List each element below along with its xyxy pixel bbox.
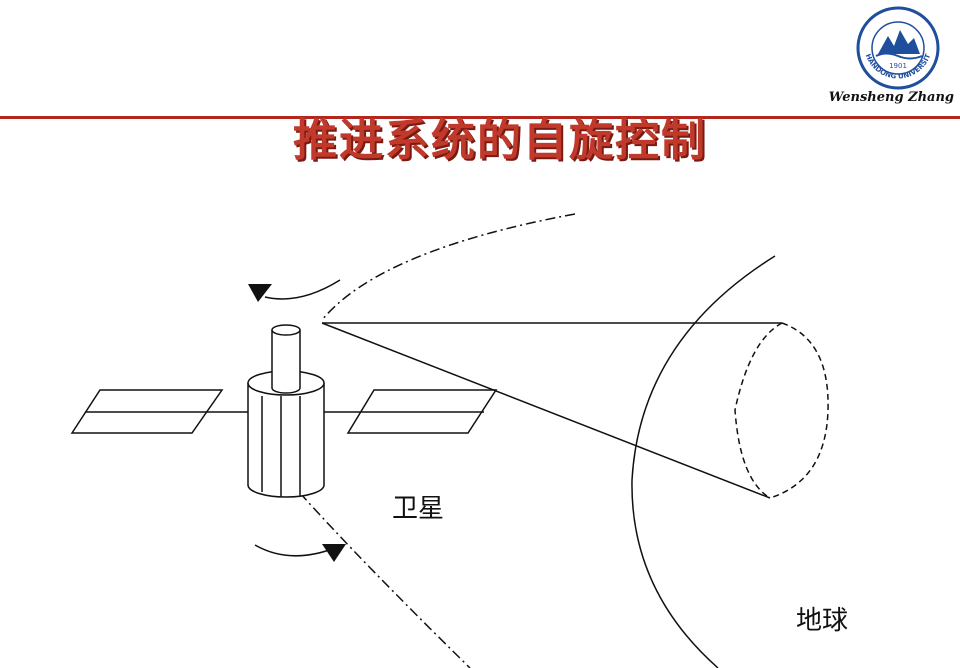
author-name: Wensheng Zhang <box>828 90 954 105</box>
spin-arrow-top <box>264 279 341 300</box>
earth-limb <box>631 255 776 668</box>
spin-arrow-bottom <box>254 544 336 557</box>
orbit-path <box>299 213 576 668</box>
satellite-body <box>247 383 325 498</box>
earth-label: 地球 <box>796 606 849 636</box>
antenna-mast <box>271 330 301 394</box>
header-divider <box>0 116 960 119</box>
logo-year: 1901 <box>889 62 907 70</box>
beam-lower-edge <box>321 322 771 499</box>
arrowhead-bottom <box>322 544 346 562</box>
arrowhead-top <box>248 284 272 302</box>
university-logo: 1901 SHANDONG UNIVERSITY <box>852 4 940 90</box>
beam-footprint <box>734 322 783 499</box>
satellite-label: 卫星 <box>392 494 445 524</box>
slide-title: 推进系统的自旋控制 <box>293 115 707 166</box>
